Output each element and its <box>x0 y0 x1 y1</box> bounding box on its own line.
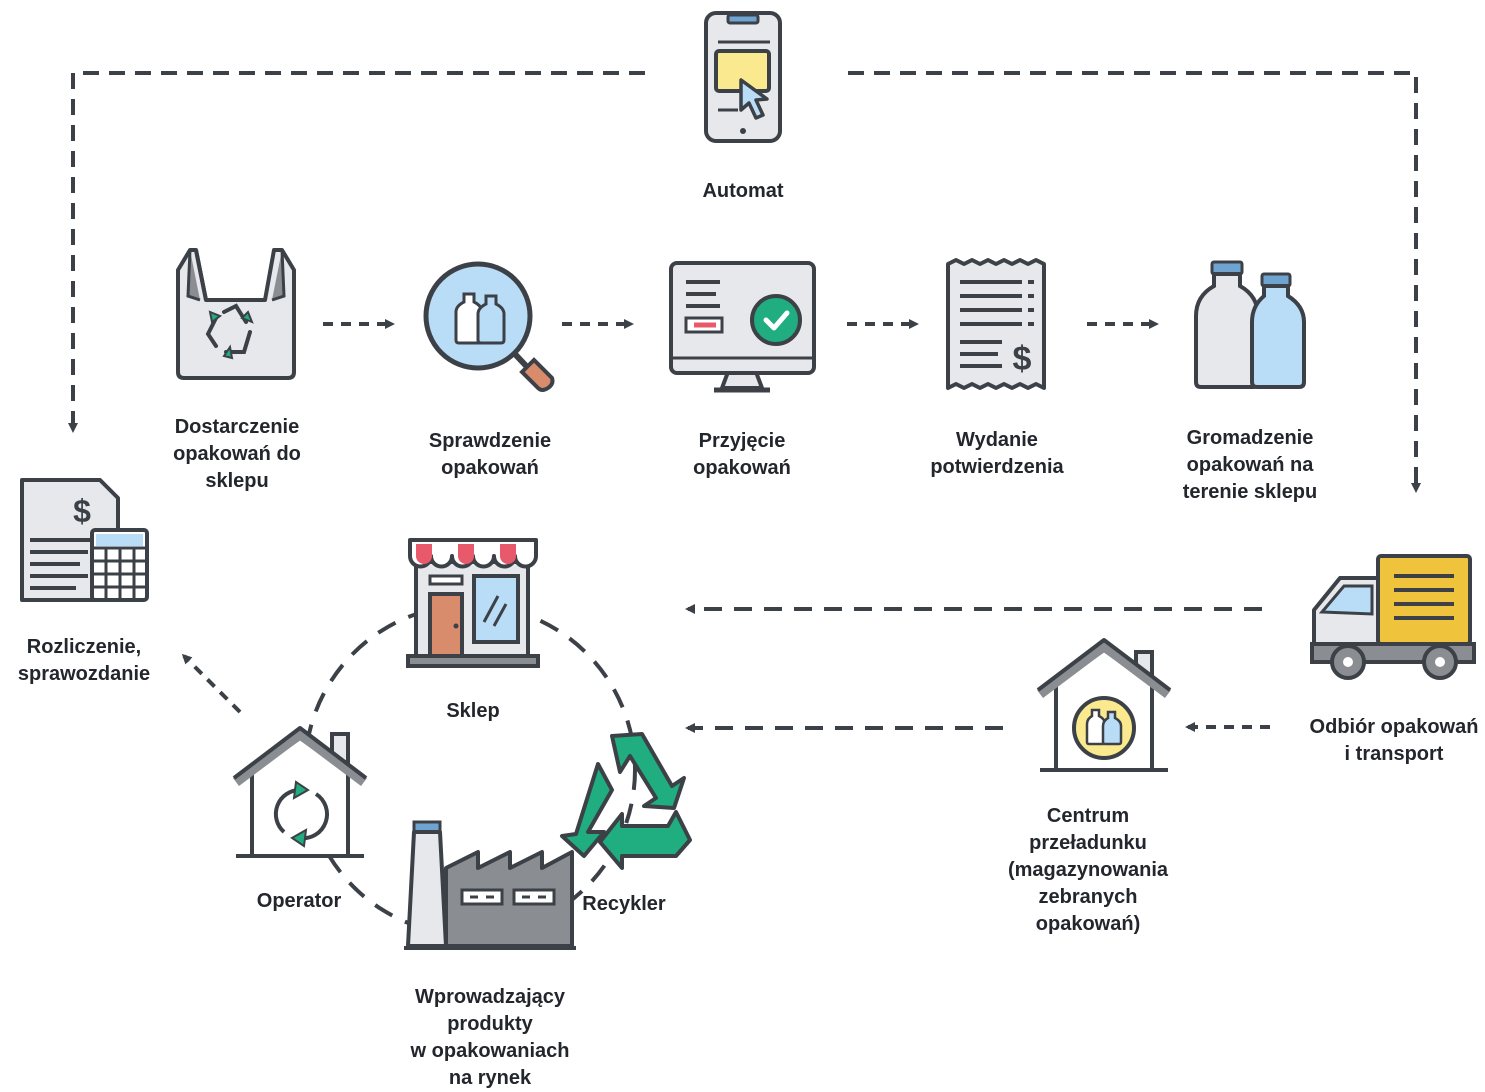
label-line: Rozliczenie, <box>26 636 142 658</box>
label-line: Recykler <box>582 893 666 915</box>
label-acceptance: Przyjęcie opakowań <box>693 428 791 482</box>
label-recycler: Recykler <box>582 891 665 918</box>
bottles-icon <box>1194 260 1306 389</box>
receipt-icon: $ <box>946 258 1046 390</box>
label-line: Dostarczenie <box>174 416 300 438</box>
connector-automat-to-pickup <box>848 71 1421 493</box>
label-line: (magazynowania <box>1007 859 1169 881</box>
label-line: Sprawdzenie <box>428 430 552 452</box>
label-line: opakowań do <box>173 443 301 465</box>
connector-operator-to-settlement <box>181 653 242 714</box>
label-line: Przyjęcie <box>698 430 786 452</box>
warehouse-icon <box>1036 638 1172 772</box>
label-line: przeładunku <box>1029 832 1147 854</box>
label-line: sprawozdanie <box>17 663 151 685</box>
label-settlement: Rozliczenie, sprawozdanie <box>18 634 150 688</box>
label-confirmation: Wydanie potwierdzenia <box>930 427 1063 481</box>
label-delivery: Dostarczenie opakowań do sklepu <box>173 414 301 495</box>
label-line: Gromadzenie <box>1186 427 1314 449</box>
label-line: sklepu <box>205 470 269 492</box>
label-operator: Operator <box>257 888 341 915</box>
magnifier-bottles-icon <box>423 261 555 392</box>
svg-text:$: $ <box>1013 340 1032 378</box>
label-line: terenie sklepu <box>1182 481 1318 503</box>
label-inspection: Sprawdzenie opakowań <box>429 428 551 482</box>
truck-icon <box>1310 554 1476 680</box>
label-line: opakowań na <box>1186 454 1314 476</box>
label-line: opakowań <box>693 457 791 479</box>
label-line: w opakowaniach <box>410 1040 570 1062</box>
label-line: Odbiór opakowań <box>1309 716 1479 738</box>
connector-automat-to-settlement <box>68 71 645 433</box>
recycle-bag-icon <box>176 248 296 380</box>
label-storage: Gromadzenie opakowań na terenie sklepu <box>1183 425 1318 506</box>
invoice-calculator-icon: $ <box>20 478 149 602</box>
svg-text:$: $ <box>73 493 91 529</box>
operator-house-icon <box>232 726 368 858</box>
shop-icon <box>406 538 540 668</box>
label-line: produkty <box>447 1013 533 1035</box>
label-hub: Centrum przeładunku (magazynowania zebranyc… <box>1008 803 1168 938</box>
label-shop: Sklep <box>446 698 499 725</box>
monitor-check-icon <box>669 261 816 393</box>
label-line: Wprowadzający <box>414 986 566 1008</box>
label-line: i transport <box>1344 743 1444 765</box>
label-line: Wydanie <box>956 429 1038 451</box>
label-line: na rynek <box>448 1067 532 1089</box>
label-producer: Wprowadzający produkty w opakowaniach na ry… <box>411 984 570 1092</box>
phone-vending-icon <box>704 11 782 143</box>
label-line: Automat <box>702 180 784 202</box>
label-line: potwierdzenia <box>930 456 1064 478</box>
factory-icon <box>404 820 576 950</box>
label-line: zebranych <box>1038 886 1138 908</box>
label-pickup: Odbiór opakowań i transport <box>1310 714 1479 768</box>
label-automat: Automat <box>702 178 783 205</box>
recycle-arrows-icon <box>560 732 692 870</box>
label-line: Sklep <box>446 700 500 722</box>
label-line: opakowań <box>441 457 539 479</box>
label-line: Operator <box>256 890 342 912</box>
label-line: opakowań) <box>1035 913 1141 935</box>
label-line: Centrum <box>1046 805 1130 827</box>
